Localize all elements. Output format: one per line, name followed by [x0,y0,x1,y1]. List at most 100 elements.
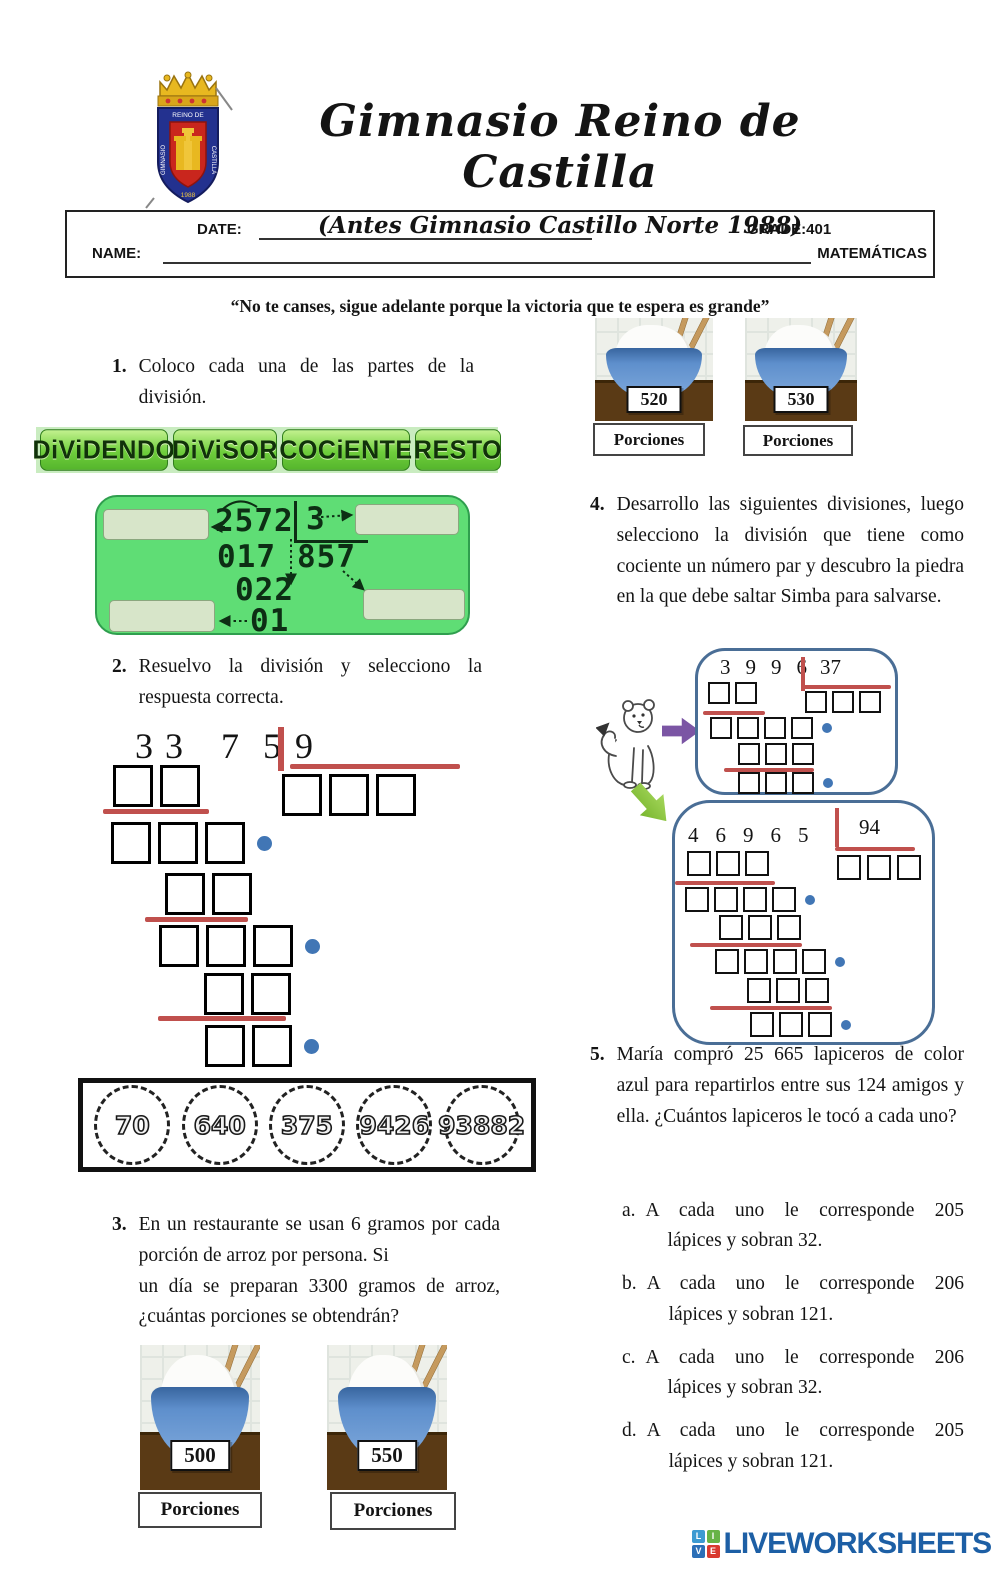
rice-bowl-550[interactable]: 550 [327,1345,447,1490]
answer-box[interactable] [165,873,205,915]
option-circle[interactable]: 375 [268,1085,345,1165]
answer-box[interactable] [792,743,814,765]
answer-box[interactable] [808,1012,832,1037]
label-slot-dividend[interactable] [103,509,209,540]
portion-value-tag[interactable]: 500 [170,1440,230,1472]
answer-box[interactable] [747,978,771,1003]
answer-box[interactable] [206,925,246,967]
option-a[interactable]: a. A cada uno le corresponde 205 lápices… [622,1196,964,1256]
option-text: A cada uno le corresponde 205 [645,1200,964,1221]
porciones-caption[interactable]: Porciones [743,425,853,456]
answer-box[interactable] [160,765,200,807]
option-circle[interactable]: 70 [94,1085,171,1165]
option-circle[interactable]: 93882 [437,1085,526,1165]
answer-box[interactable] [773,949,797,974]
part-label-cociente[interactable]: COCiENTE [279,429,412,471]
answer-box[interactable] [777,915,801,940]
name-line[interactable] [163,262,811,264]
answer-box[interactable] [251,973,291,1015]
answer-box[interactable] [779,1012,803,1037]
porciones-caption[interactable]: Porciones [138,1492,262,1528]
answer-box[interactable] [204,973,244,1015]
answer-box[interactable] [685,887,709,912]
answer-box[interactable] [708,682,730,704]
label-slot-divisor[interactable] [355,504,459,535]
answer-box[interactable] [743,887,767,912]
option-d[interactable]: d. A cada uno le corresponde 205 lápices… [622,1416,964,1476]
question-4: 4. Desarrollo las siguientes divisiones,… [590,490,964,613]
answer-box[interactable] [159,925,199,967]
answer-box[interactable] [282,774,322,816]
porciones-caption[interactable]: Porciones [330,1492,456,1530]
answer-box[interactable] [113,765,153,807]
answer-box[interactable] [111,822,151,864]
answer-box[interactable] [802,949,826,974]
answer-box[interactable] [859,691,881,713]
answer-box[interactable] [897,855,921,880]
option-b[interactable]: b. A cada uno le corresponde 206 lápices… [622,1269,964,1329]
answer-box[interactable] [716,851,740,876]
work-row [715,949,845,974]
answer-box[interactable] [750,1012,774,1037]
answer-box[interactable] [837,855,861,880]
portion-value-tag[interactable]: 530 [773,385,829,413]
dividend-digits: 3 9 9 6 [720,655,807,680]
answer-box[interactable] [792,772,814,794]
answer-box[interactable] [738,743,760,765]
answer-box[interactable] [253,925,293,967]
answer-box[interactable] [765,743,787,765]
answer-box[interactable] [765,772,787,794]
answer-box[interactable] [772,887,796,912]
answer-box[interactable] [738,772,760,794]
porciones-caption[interactable]: Porciones [593,423,705,456]
label-slot-quotient[interactable] [363,589,465,620]
portion-value-tag[interactable]: 550 [357,1440,417,1472]
answer-box[interactable] [776,978,800,1003]
answer-box[interactable] [719,915,743,940]
work-row [165,873,252,915]
part-label-resto[interactable]: RESTO [414,429,502,471]
answer-box[interactable] [212,873,252,915]
answer-box[interactable] [710,717,732,739]
answer-box[interactable] [805,691,827,713]
option-c[interactable]: c. A cada uno le corresponde 206 lápices… [622,1343,964,1403]
date-line[interactable] [259,238,592,240]
rice-bowl-530[interactable]: 530 [745,318,857,421]
answer-box[interactable] [252,1025,292,1067]
answer-box[interactable] [867,855,891,880]
answer-box[interactable] [687,851,711,876]
answer-box[interactable] [764,717,786,739]
answer-box[interactable] [205,1025,245,1067]
answer-box[interactable] [376,774,416,816]
answer-box[interactable] [329,774,369,816]
answer-box[interactable] [791,717,813,739]
option-circle[interactable]: 640 [181,1085,258,1165]
logo-tile: I [706,1530,720,1544]
answer-box[interactable] [715,949,739,974]
school-name: Gimnasio Reino de Castilla [319,96,801,198]
answer-box[interactable] [735,682,757,704]
label-slot-remainder[interactable] [109,600,215,632]
part-label-divisor[interactable]: DiViSOR [172,429,277,471]
answer-box[interactable] [737,717,759,739]
question-1: 1. Coloco cada una de las partes de la d… [112,352,474,414]
answer-box[interactable] [744,949,768,974]
part-label-dividendo[interactable]: DiViDENDO [33,429,175,471]
rice-bowl-520[interactable]: 520 [595,318,713,421]
remainder-dot-icon [841,1019,851,1030]
answer-box[interactable] [158,822,198,864]
answer-box[interactable] [714,887,738,912]
answer-box[interactable] [805,978,829,1003]
portion-value-tag[interactable]: 520 [626,385,682,413]
option-letter: d. [622,1420,637,1442]
work-row [738,772,833,794]
option-circle[interactable]: 9426 [356,1085,433,1165]
question-4-text: Desarrollo las siguientes divisiones, lu… [616,494,964,608]
work-row [204,973,291,1015]
answer-box[interactable] [748,915,772,940]
rice-bowl-500[interactable]: 500 [140,1345,260,1490]
question-2: 2. Resuelvo la división y selecciono la … [112,652,482,714]
answer-box[interactable] [832,691,854,713]
answer-box[interactable] [205,822,245,864]
answer-box[interactable] [745,851,769,876]
